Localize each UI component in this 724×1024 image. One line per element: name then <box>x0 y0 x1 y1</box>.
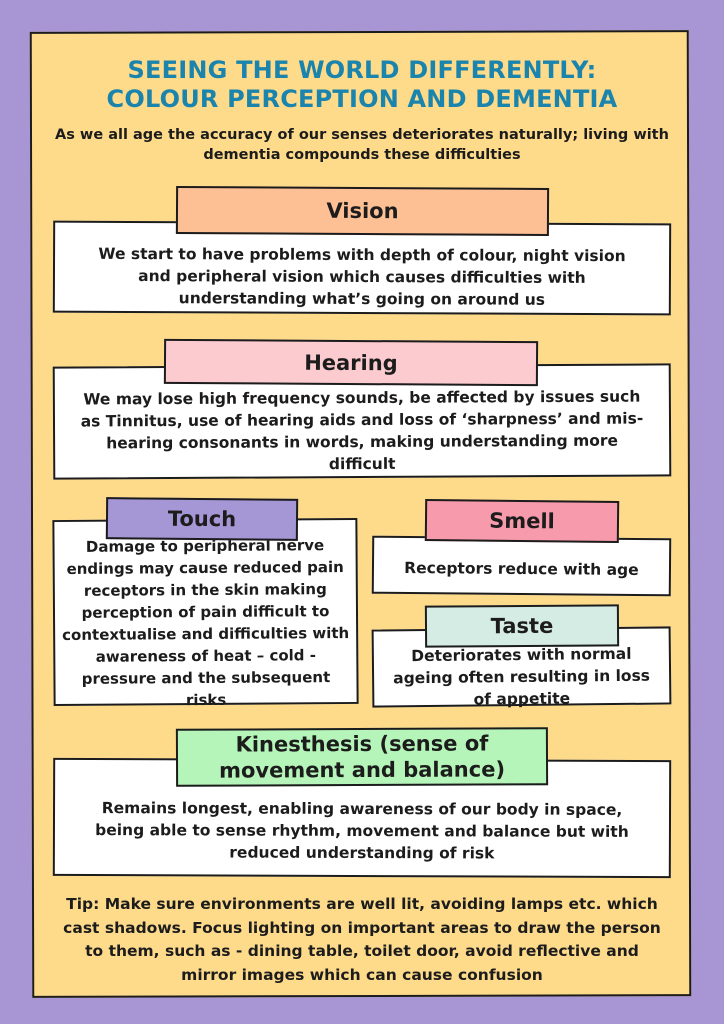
hearing-label: Hearing <box>163 338 539 387</box>
taste-label: Taste <box>424 604 620 648</box>
taste-text: Deteriorates with normal ageing often re… <box>393 644 651 709</box>
vision-label: Vision <box>175 186 550 236</box>
smell-title: Smell <box>489 508 555 534</box>
touch-label: Touch <box>105 497 299 541</box>
smell-text: Receptors reduce with age <box>404 558 639 580</box>
touch-text: Damage to peripheral nerve endings may c… <box>62 536 350 710</box>
kinesthesis-text: Remains longest, enabling awareness of o… <box>95 799 629 863</box>
title-line-2: COLOUR PERCEPTION AND DEMENTIA <box>106 85 618 113</box>
taste-title: Taste <box>490 613 554 639</box>
vision-title: Vision <box>326 198 399 224</box>
kinesthesis-title: Kinesthesis (sense of movement and balan… <box>219 731 506 783</box>
smell-label: Smell <box>424 498 620 544</box>
vision-text: We start to have problems with depth of … <box>98 244 626 309</box>
touch-box: Damage to peripheral nerve endings may c… <box>52 517 359 709</box>
hearing-title: Hearing <box>304 350 398 375</box>
page-title: SEEING THE WORLD DIFFERENTLY: COLOUR PER… <box>0 56 724 114</box>
touch-title: Touch <box>167 506 237 532</box>
title-line-1: SEEING THE WORLD DIFFERENTLY: <box>127 56 597 84</box>
kinesthesis-label: Kinesthesis (sense of movement and balan… <box>175 727 549 787</box>
tip-text: Tip: Make sure environments are well lit… <box>63 895 661 984</box>
intro-text: As we all age the accuracy of our senses… <box>55 127 669 163</box>
smell-box: Receptors reduce with age <box>371 535 672 597</box>
hearing-text: We may lose high frequency sounds, be af… <box>80 387 644 473</box>
